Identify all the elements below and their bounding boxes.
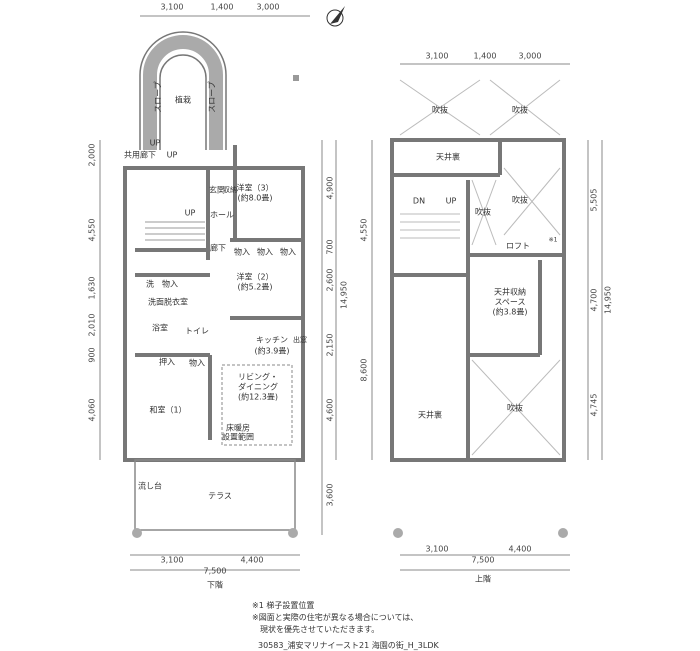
dim: 4,700 bbox=[589, 288, 599, 312]
room-label: UP bbox=[166, 150, 178, 160]
dim: 3,100 bbox=[425, 544, 449, 554]
room-label: ロフト bbox=[506, 241, 530, 251]
room-label: UP bbox=[445, 196, 457, 206]
dim: 3,100 bbox=[160, 555, 184, 565]
room-label: 吹抜 bbox=[507, 403, 523, 413]
room-label: 設置範囲 bbox=[222, 432, 254, 442]
dim: 3,100 bbox=[425, 51, 449, 61]
dim-total: 7,500 bbox=[203, 566, 227, 576]
room-label: 物入 bbox=[234, 247, 250, 257]
room-label: 物入 bbox=[189, 358, 205, 368]
dim-total: 14,950 bbox=[339, 281, 349, 309]
room-label: 流し台 bbox=[138, 481, 162, 491]
room-label: 洋室（2） bbox=[236, 272, 274, 282]
room-label: 天井裏 bbox=[436, 152, 460, 162]
room-label: 植栽 bbox=[175, 95, 191, 105]
dim: 3,600 bbox=[325, 483, 335, 507]
dim: 4,060 bbox=[87, 398, 97, 422]
room-label: (約12.3畳) bbox=[237, 392, 279, 402]
ladder-mark: ※1 bbox=[548, 236, 558, 244]
dim: 8,600 bbox=[359, 358, 369, 382]
dim: 4,600 bbox=[325, 398, 335, 422]
room-label: 物入 bbox=[280, 247, 296, 257]
note: ※1 梯子設置位置 bbox=[252, 601, 315, 610]
room-label: 押入 bbox=[159, 357, 175, 367]
room-label: スロープ bbox=[153, 81, 163, 113]
dim: 1,630 bbox=[87, 276, 97, 300]
slope-arch bbox=[143, 35, 223, 150]
dim: 4,550 bbox=[87, 218, 97, 242]
room-label: UP bbox=[149, 138, 161, 148]
dim: 1,400 bbox=[210, 2, 234, 12]
dim: 4,745 bbox=[589, 393, 599, 417]
room-label: DN bbox=[412, 196, 426, 206]
dim: 1,400 bbox=[473, 51, 497, 61]
room-label: 洋室（3） bbox=[236, 183, 274, 193]
dim: 3,000 bbox=[518, 51, 542, 61]
dim: 700 bbox=[325, 239, 335, 255]
north-arrow-icon bbox=[330, 6, 345, 24]
room-label: 廊下 bbox=[210, 243, 226, 253]
room-label: 吹抜 bbox=[432, 105, 448, 115]
room-label: (約3.8畳) bbox=[492, 307, 528, 317]
room-label: 収納 bbox=[223, 186, 237, 194]
room-label: 玄関 bbox=[209, 185, 225, 195]
dim: 2,010 bbox=[87, 313, 97, 337]
room-label: キッチン bbox=[256, 335, 288, 345]
dim: 3,100 bbox=[160, 2, 184, 12]
dim: 4,400 bbox=[240, 555, 264, 565]
room-label: 物入 bbox=[257, 247, 273, 257]
room-label: ホール bbox=[210, 210, 234, 220]
plan-id: 30583_浦安マリナイースト21 海園の街_H_3LDK bbox=[258, 641, 439, 650]
dim: 3,000 bbox=[256, 2, 280, 12]
room-label: スペース bbox=[494, 297, 526, 307]
room-label: (約3.9畳) bbox=[254, 346, 290, 356]
room-label: 和室（1） bbox=[149, 405, 187, 415]
floor-caption: 下階 bbox=[207, 580, 223, 590]
room-label: 洗面脱衣室 bbox=[148, 297, 188, 307]
room-label: 床暖房 bbox=[226, 423, 250, 433]
dim-total: 14,950 bbox=[603, 286, 613, 314]
floor-caption: 上階 bbox=[475, 574, 491, 584]
room-label: 物入 bbox=[162, 279, 178, 289]
room-label: 吹抜 bbox=[475, 207, 491, 217]
room-label: 天井裏 bbox=[418, 410, 442, 420]
note: ※図面と実際の住宅が異なる場合については、 bbox=[252, 613, 419, 622]
room-label: スロープ bbox=[207, 81, 217, 113]
room-label: 出窓 bbox=[293, 336, 307, 344]
room-label: UP bbox=[184, 208, 196, 218]
dim: 900 bbox=[87, 347, 97, 363]
dim: 4,550 bbox=[359, 218, 369, 242]
room-label: (約8.0畳) bbox=[237, 193, 273, 203]
room-label: 洗 bbox=[146, 279, 154, 289]
room-label: リビング・ bbox=[238, 372, 278, 382]
dim: 2,150 bbox=[325, 333, 335, 357]
note: 現状を優先させていただきます。 bbox=[252, 625, 380, 634]
room-label: ダイニング bbox=[238, 382, 278, 392]
room-label: 吹抜 bbox=[512, 105, 528, 115]
room-label: 吹抜 bbox=[512, 195, 528, 205]
room-label: 浴室 bbox=[152, 323, 168, 333]
room-label: テラス bbox=[208, 491, 232, 501]
dim: 4,400 bbox=[508, 544, 532, 554]
dim-total: 7,500 bbox=[471, 555, 495, 565]
room-label: トイレ bbox=[185, 326, 209, 336]
dim: 2,000 bbox=[87, 143, 97, 167]
room-label: 共用廊下 bbox=[124, 150, 156, 160]
room-label: (約5.2畳) bbox=[237, 282, 273, 292]
room-label: 天井収納 bbox=[494, 287, 526, 297]
dim: 5,505 bbox=[589, 188, 599, 212]
dim: 4,900 bbox=[325, 176, 335, 200]
dim: 2,600 bbox=[325, 268, 335, 292]
